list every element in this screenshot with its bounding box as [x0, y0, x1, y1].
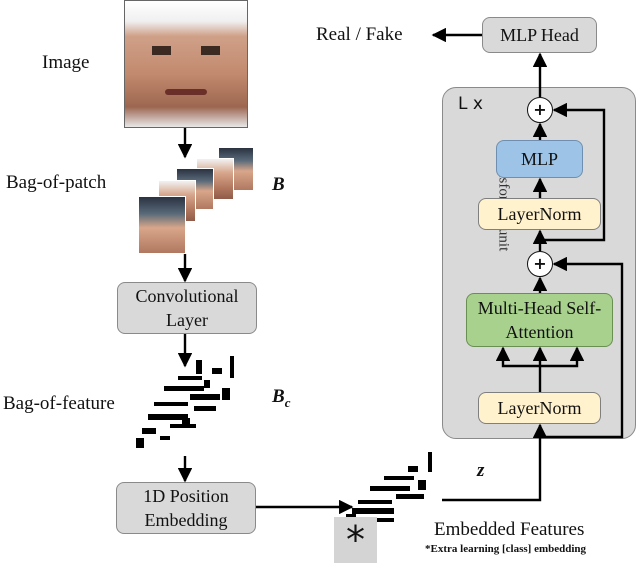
conv-layer-box: Convolutional Layer: [117, 282, 257, 334]
class-embedding-note: *Extra learning [class] embedding: [425, 543, 587, 555]
residual-add-top: +: [527, 97, 553, 123]
layernorm-bottom-box: LayerNorm: [478, 392, 601, 424]
position-embedding-box: 1D Position Embedding: [116, 482, 256, 534]
image-label: Image: [42, 52, 90, 73]
input-face-image: [124, 0, 248, 128]
bag-of-feature-label: Bag-of-feature: [3, 393, 115, 414]
patch: [218, 147, 254, 191]
bag-of-patch-label: Bag-of-patch: [6, 172, 107, 193]
repeat-label: L x: [458, 94, 483, 114]
arrow-ln-to-attention-left: [495, 346, 540, 368]
bc-symbol: Bc: [272, 386, 290, 411]
z-symbol: z: [477, 460, 485, 481]
residual-add-bottom: +: [527, 251, 553, 277]
arrow-residual-bottom: [540, 256, 624, 439]
mlp-box: MLP: [496, 140, 583, 178]
b-symbol: B: [272, 174, 285, 195]
arrow-residual-top: [540, 102, 606, 242]
attention-box: Multi-Head Self-Attention: [466, 293, 613, 347]
mlp-head-box: MLP Head: [482, 17, 597, 53]
arrow-z-to-layernorm: [442, 423, 548, 502]
patch: [138, 196, 186, 254]
layernorm-top-box: LayerNorm: [478, 198, 601, 230]
class-token: *: [334, 517, 377, 563]
embedded-features-label: Embedded Features: [434, 519, 585, 540]
feature-map: [136, 356, 234, 448]
real-fake-label: Real / Fake: [316, 24, 403, 45]
bc-base: B: [272, 386, 285, 407]
bc-subscript: c: [284, 394, 291, 410]
arrow-ln-to-attention-right: [540, 346, 585, 368]
